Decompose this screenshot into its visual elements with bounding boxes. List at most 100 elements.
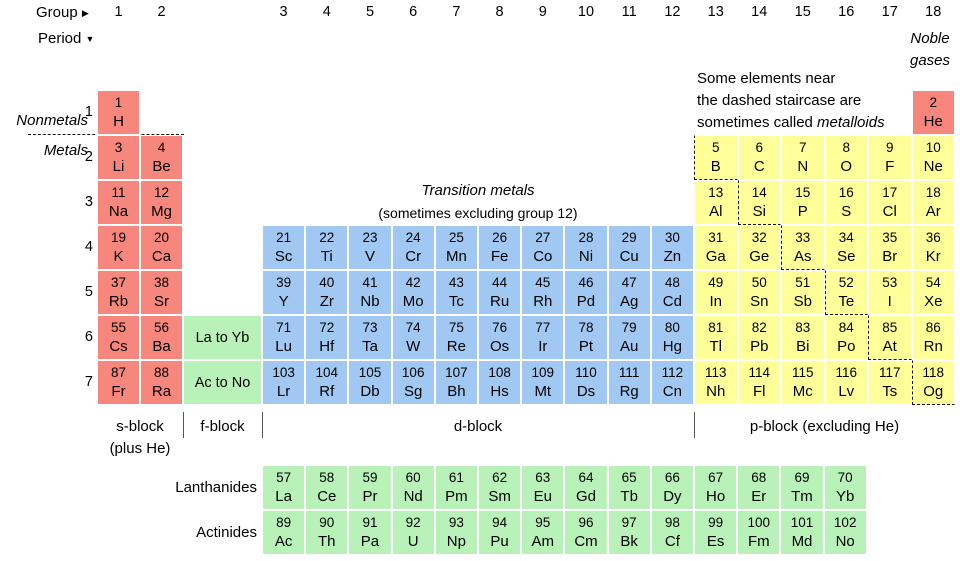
atomic-number: 12 [153, 185, 170, 200]
element-symbol: Dy [663, 488, 682, 505]
element-symbol: Be [152, 158, 171, 175]
atomic-number: 114 [748, 365, 771, 380]
group-number-1: 1 [114, 4, 123, 20]
element-symbol: Ds [576, 383, 596, 400]
element-symbol: Cs [109, 338, 128, 355]
metalloid-note: Some elements near the dashed staircase … [697, 68, 885, 134]
element-symbol: No [835, 533, 855, 550]
transition-metals-line2: (sometimes excluding group 12) [378, 205, 578, 221]
atomic-number: 111 [618, 365, 640, 380]
element-symbol: As [793, 248, 812, 265]
atomic-number: 84 [838, 320, 854, 335]
metalloid-note-line3-italic: metalloids [817, 114, 885, 131]
atomic-number: 35 [882, 230, 898, 245]
atomic-number: 32 [751, 230, 767, 245]
element-symbol: Fe [490, 248, 509, 265]
element-symbol: Nh [706, 383, 726, 400]
element-symbol: In [709, 293, 722, 310]
atomic-number: 76 [492, 320, 508, 335]
element-symbol: Al [709, 203, 723, 220]
element-symbol: Es [706, 533, 725, 550]
atomic-number: 39 [276, 275, 292, 290]
element-symbol: Br [882, 248, 898, 265]
element-symbol: Nb [360, 293, 380, 310]
s-block-label-line2: (plus He) [109, 440, 171, 457]
element-symbol: Ca [151, 248, 172, 265]
metals-label: Metals [43, 142, 88, 159]
atomic-number: 89 [276, 515, 292, 530]
atomic-number: 112 [661, 365, 684, 380]
element-symbol: Zr [319, 293, 334, 310]
element-symbol: Sr [154, 293, 169, 310]
period-number-5: 5 [84, 284, 93, 300]
atomic-number: 49 [708, 275, 724, 290]
atomic-number: 37 [110, 275, 127, 290]
atomic-number: 102 [833, 515, 857, 530]
element-symbol: Mn [445, 248, 467, 265]
atomic-number: 40 [319, 275, 335, 290]
element-symbol: Zn [663, 248, 682, 265]
atomic-number: 28 [578, 230, 594, 245]
atomic-number: 106 [401, 365, 425, 380]
atomic-number: 48 [664, 275, 680, 290]
atomic-number: 51 [795, 275, 811, 290]
atomic-number: 11 [111, 185, 126, 200]
atomic-number: 77 [535, 320, 551, 335]
placeholder-label: La to Yb [195, 329, 250, 346]
element-symbol: Lu [275, 338, 292, 355]
element-symbol: Pu [490, 533, 509, 550]
group-number-17: 17 [881, 4, 898, 20]
atomic-number: 83 [795, 320, 811, 335]
element-symbol: Cm [574, 533, 598, 550]
element-symbol: Ne [923, 158, 943, 175]
atomic-number: 6 [755, 140, 763, 155]
metalloid-note-line3-text: sometimes called [697, 114, 818, 131]
element-symbol: Tl [709, 338, 723, 355]
element-symbol: Rg [619, 383, 639, 400]
atomic-number: 3 [114, 140, 123, 155]
element-symbol: Os [490, 338, 510, 355]
block-label-separator [183, 412, 184, 438]
placeholder-label: Ac to No [194, 374, 251, 391]
group-number-9: 9 [538, 4, 547, 20]
group-number-7: 7 [452, 4, 461, 20]
atomic-number: 110 [575, 365, 597, 380]
group-number-11: 11 [621, 4, 637, 20]
atomic-number: 1 [114, 95, 123, 110]
element-symbol: Xe [924, 293, 943, 310]
element-symbol: Pa [360, 533, 380, 550]
atomic-number: 75 [448, 320, 464, 335]
down-arrow-icon: ▼ [85, 34, 95, 44]
atomic-number: 7 [798, 140, 807, 155]
element-symbol: Re [446, 338, 466, 355]
